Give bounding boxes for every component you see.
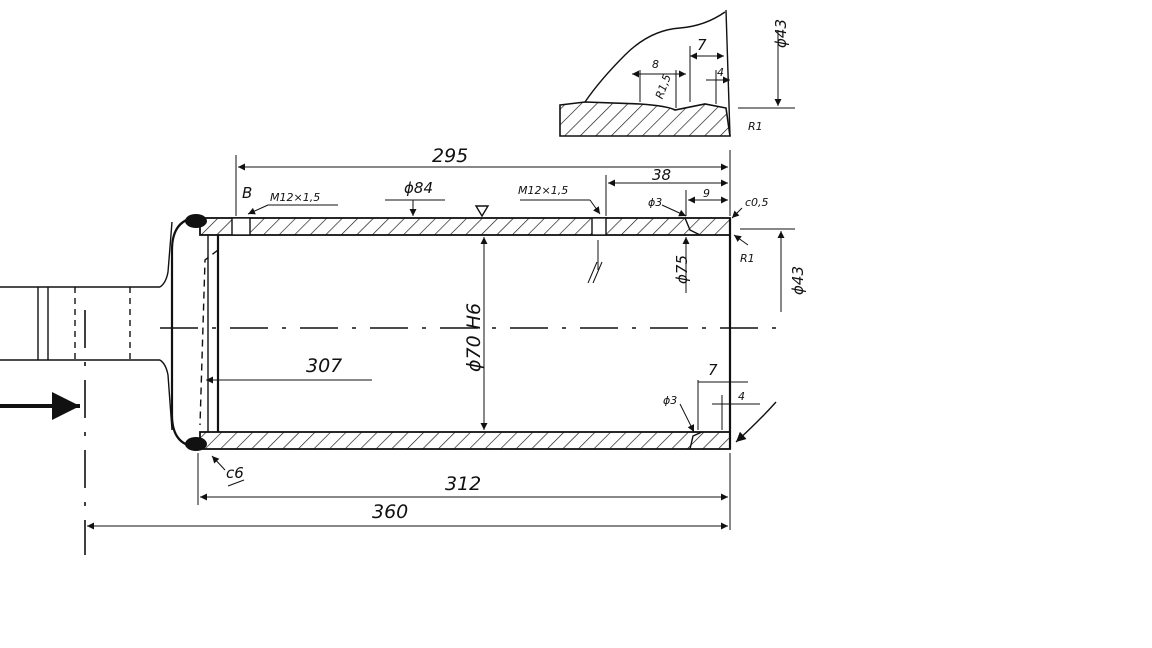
detail-break-line	[584, 11, 726, 103]
length-7-bottom: 7	[708, 361, 718, 379]
hole-diameter-3-bottom: ϕ3	[663, 394, 677, 407]
length-360: 360	[372, 501, 408, 523]
detail-length-4: 4	[717, 66, 724, 79]
radius-1-right: R1	[740, 252, 755, 265]
length-312: 312	[445, 473, 481, 495]
length-9: 9	[703, 187, 710, 200]
detail-length-7: 7	[697, 36, 707, 54]
weld-top	[185, 214, 207, 228]
chamfer-label: c0,5	[745, 196, 769, 209]
bottom-wall-section	[199, 431, 731, 450]
shaft	[0, 221, 173, 555]
mark-b: B	[242, 184, 252, 202]
length-38: 38	[652, 166, 671, 184]
detail-diameter-43: ϕ43	[772, 19, 790, 48]
detail-radius-1-5: R1,5	[653, 73, 674, 101]
length-307: 307	[306, 355, 342, 377]
detail-length-8: 8	[652, 58, 659, 71]
detail-radius-1: R1	[748, 120, 763, 133]
diameter-84: ϕ84	[404, 179, 433, 197]
length-295: 295	[432, 145, 468, 167]
dimensions: 295 38 9 B M12×1,5 ϕ84 M12×1,5 ϕ3 c0,5 R	[87, 145, 807, 530]
thread-right: M12×1,5	[518, 184, 568, 197]
weld-bottom	[185, 437, 207, 451]
detail-view: 8 7 4 R1,5 ϕ43 R1	[559, 9, 795, 137]
top-wall-section	[199, 217, 731, 236]
diameter-43-right: ϕ43	[789, 266, 807, 295]
detail-section-hatch	[559, 101, 731, 137]
hole-diameter-3-top: ϕ3	[648, 196, 662, 209]
cylinder-body	[160, 214, 780, 451]
diameter-75: ϕ75	[673, 255, 691, 284]
bore-diameter: ϕ70 H6	[463, 303, 485, 372]
length-4-bottom: 4	[738, 390, 745, 403]
weld-size: c6	[226, 464, 244, 482]
thread-left: M12×1,5	[270, 191, 320, 204]
